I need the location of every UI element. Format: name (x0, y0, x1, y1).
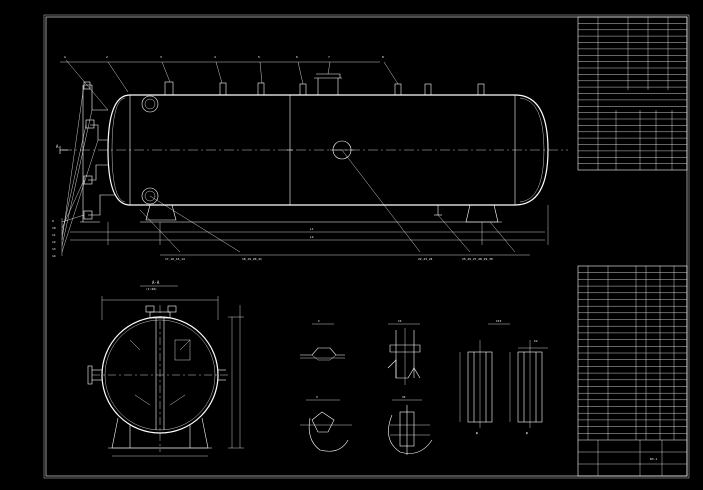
detail-iii: III φ (459, 319, 510, 435)
title-block: R3-1 (578, 439, 687, 476)
detail-i-label: I (318, 319, 320, 323)
callout-top-3: 3 (160, 55, 162, 59)
section-view-a-a: A-A (1:40) (87, 280, 244, 457)
svg-text:φ: φ (526, 431, 528, 435)
drawing-frame (43, 14, 690, 479)
callout-left-2: 10 (52, 226, 56, 230)
callout-left-3: 11 (52, 233, 56, 237)
callout-bottom-1: 17_16_15_14 (165, 257, 185, 261)
detail-ii-label: II (398, 319, 402, 323)
callout-left-5: 13 (52, 247, 56, 251)
callout-top-2: 2 (106, 55, 108, 59)
detail-vi: VI (388, 395, 433, 455)
svg-text:φ: φ (476, 431, 478, 435)
callout-left-1: 9 (52, 219, 54, 223)
detail-vi-label: VI (402, 395, 406, 399)
detail-iv: IV φ (509, 339, 548, 435)
vessel-main-view: L1 L2 (59, 59, 568, 256)
parts-list-table (577, 265, 688, 477)
callout-left-6: 14 (52, 254, 56, 258)
section-subtitle: (1:40) (146, 287, 157, 291)
callout-top-8: 8 (382, 55, 384, 59)
detail-views: I II III φ IV (300, 319, 548, 455)
detail-iii-label: III (496, 319, 502, 323)
callout-bottom-4: 25_26_27_28_29_30 (462, 257, 493, 261)
detail-ii: II (387, 319, 421, 385)
callout-top-4: 4 (214, 55, 216, 59)
callout-top-7: 7 (328, 55, 330, 59)
section-title: A-A (152, 280, 160, 285)
callout-bottom-3: 22_23_24 (418, 257, 433, 261)
detail-v: V (300, 395, 352, 452)
detail-i: I (300, 319, 345, 361)
technical-spec-table (577, 16, 688, 171)
svg-text:L1: L1 (310, 227, 314, 231)
callout-left-4: 12 (52, 240, 56, 244)
callout-top-1: A (64, 55, 66, 59)
detail-iv-label: IV (534, 339, 538, 343)
callout-top-6: 6 (296, 55, 298, 59)
section-marker: A (56, 144, 59, 149)
detail-v-label: V (316, 395, 318, 399)
callout-bottom-2: 18_19_20_21 (242, 257, 262, 261)
callout-top-5: 5 (258, 55, 260, 59)
main-view-callouts: A 2 3 4 5 6 7 8 9 10 11 12 13 14 17_16_1… (52, 55, 493, 261)
svg-text:L2: L2 (310, 235, 314, 239)
drawing-number: R3-1 (650, 457, 657, 461)
